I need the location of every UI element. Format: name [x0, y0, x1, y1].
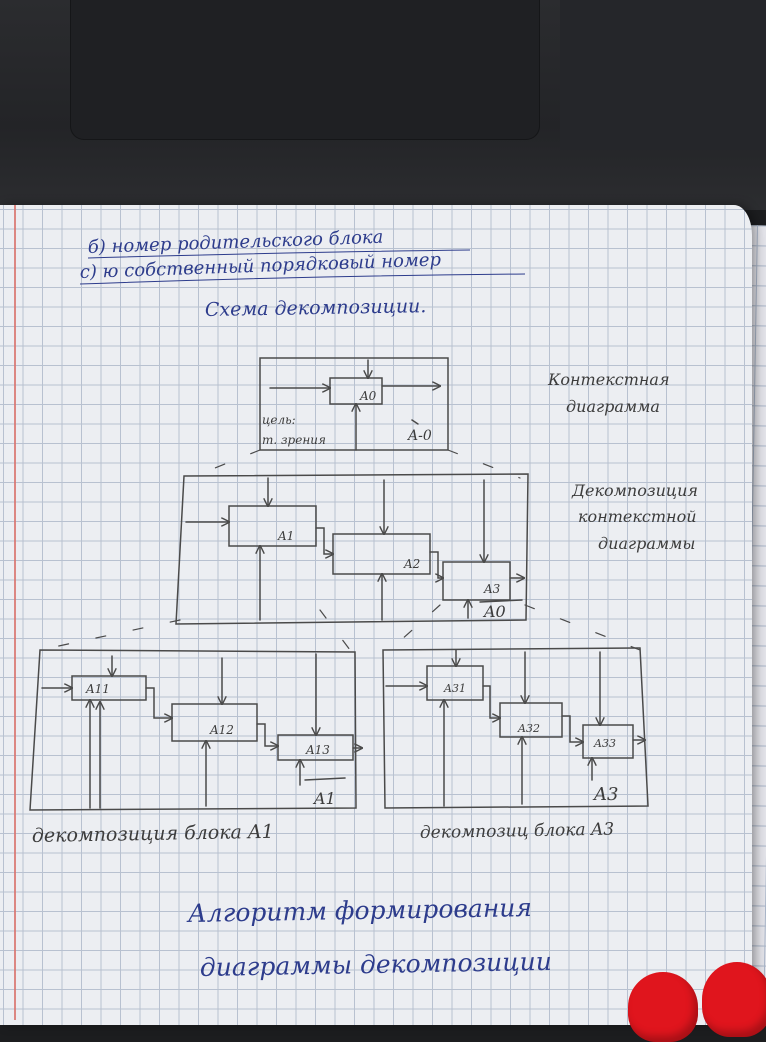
- footer-line1: Алгоритм формирования: [186, 893, 533, 928]
- node-a0: A0: [482, 602, 506, 621]
- page-heading: Схема декомпозиции.: [205, 295, 427, 321]
- node-a3: A3: [592, 784, 618, 805]
- label-a31: A31: [443, 682, 466, 695]
- a3-decomposition-frame: [382, 647, 649, 809]
- side-decomp-3: диаграммы: [598, 534, 695, 553]
- laptop-palm-rest: [560, 0, 766, 150]
- caption-a3: декомпозиц блока A3: [420, 820, 615, 843]
- context-frame: [259, 357, 449, 451]
- underline-strokes: [79, 249, 526, 285]
- laptop-trackpad: [70, 0, 540, 140]
- footer-line2: диаграммы декомпозиции: [200, 947, 552, 982]
- label-a33: A33: [593, 737, 616, 750]
- label-a3: A3: [483, 582, 501, 596]
- label-a11: A11: [85, 682, 110, 696]
- node-a-0: A-0: [406, 428, 432, 444]
- decomposition-frame: [175, 473, 529, 625]
- node-a1: A1: [312, 789, 336, 808]
- label-viewpoint: т. зрения: [262, 433, 326, 447]
- side-context-2: диаграмма: [566, 397, 660, 416]
- label-a1: A1: [277, 529, 294, 543]
- notebook-page: [0, 205, 752, 1025]
- label-a2: A2: [403, 557, 420, 571]
- fingernail-left: [628, 972, 698, 1042]
- side-decomp-1: Декомпозиция: [571, 481, 698, 500]
- label-a0: A0: [359, 389, 377, 403]
- caption-a1: декомпозиция блока A1: [32, 821, 274, 847]
- label-a12: A12: [209, 723, 234, 737]
- label-goals: цель:: [262, 413, 296, 427]
- side-context-1: Контекстная: [547, 370, 670, 389]
- block-a12: [171, 703, 258, 742]
- laptop-body: [0, 0, 766, 210]
- a1-decomposition-frame: [29, 649, 357, 811]
- label-a32: A32: [517, 722, 540, 735]
- notebook-margin-line: [14, 205, 16, 1020]
- fingernail-right: [702, 962, 766, 1037]
- handwriting-layer: б) номер родительского блока с) ю собств…: [29, 227, 698, 982]
- label-a13: A13: [305, 743, 330, 757]
- side-decomp-2: контекстной: [578, 507, 697, 526]
- block-a1: [228, 505, 317, 547]
